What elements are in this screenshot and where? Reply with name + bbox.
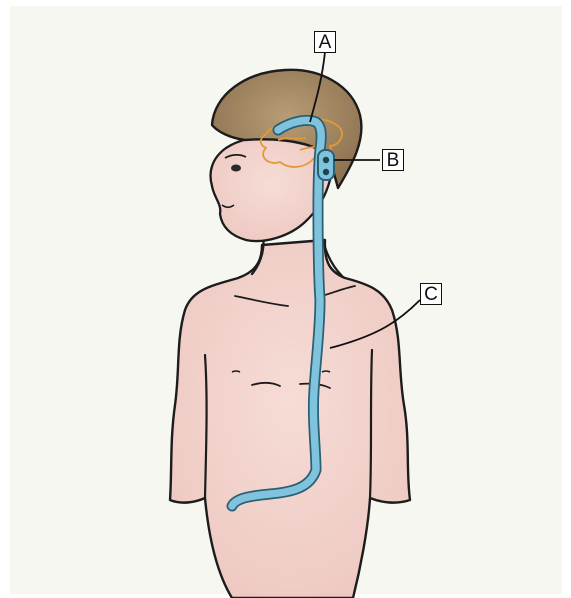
- shunt-valve: [318, 150, 334, 180]
- eye: [231, 165, 241, 172]
- callout-a-label: A: [319, 33, 332, 52]
- callout-c: C: [420, 283, 442, 305]
- right-arm-outline: [370, 350, 372, 498]
- callout-b-label: B: [387, 151, 400, 170]
- callout-a: A: [314, 31, 336, 53]
- callout-c-label: C: [424, 285, 438, 304]
- callout-b: B: [382, 149, 404, 171]
